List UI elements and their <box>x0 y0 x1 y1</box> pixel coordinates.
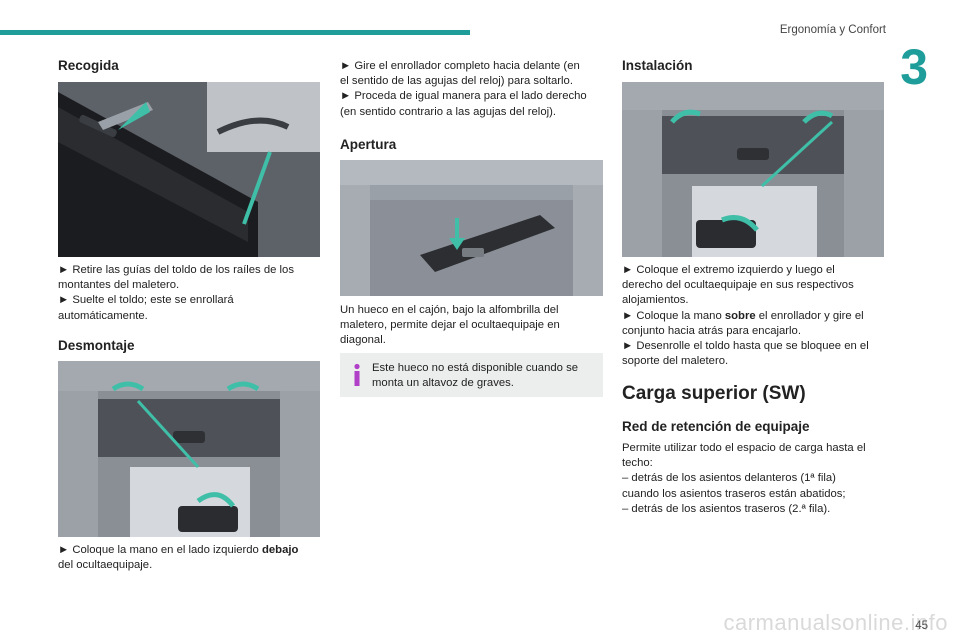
header-accent-bar <box>0 30 470 35</box>
text-line: alojamientos. <box>622 294 689 307</box>
text-line: (en sentido contrario a las agujas del r… <box>340 105 557 118</box>
text-line: del ocultaequipaje. <box>58 559 153 572</box>
text-carga-superior: Permite utilizar todo el espacio de carg… <box>622 441 884 517</box>
text-apertura: Un hueco en el cajón, bajo la alfombrill… <box>340 303 603 349</box>
text-line: soporte del maletero. <box>622 355 729 368</box>
text-recogida: ► Retire las guías del toldo de los raíl… <box>58 263 320 324</box>
text-line: montantes del maletero. <box>58 279 180 292</box>
text-prefix: ► Coloque la mano <box>622 309 725 322</box>
text-line: Un hueco en el cajón, bajo la alfombrill… <box>340 304 559 316</box>
info-box: Este hueco no está disponible cuando se … <box>340 353 603 397</box>
text-instalacion: ► Coloque el extremo izquierdo y luego e… <box>622 263 884 369</box>
text-line: ► Gire el enrollador completo hacia dela… <box>340 60 580 72</box>
text-line: conjunto hacia atrás para encajarlo. <box>622 324 801 337</box>
text-emphasis: debajo <box>261 544 299 556</box>
text-line: cuando los asientos traseros están abati… <box>622 487 846 500</box>
text-line: ► Proceda de igual manera para el lado d… <box>340 90 587 103</box>
text-emphasis: sobre <box>724 309 756 322</box>
text-line: monta un altavoz de graves. <box>372 377 514 390</box>
illustration-apertura <box>340 160 603 296</box>
text-desmontaje: ► Coloque la mano en el lado izquierdo d… <box>58 543 320 573</box>
text-line: diagonal. <box>340 334 386 347</box>
text-line: maletero, permite dejar el ocultaequipaj… <box>340 319 560 332</box>
text-line: Permite utilizar todo el espacio de carg… <box>622 442 866 454</box>
heading-instalacion: Instalación <box>622 58 693 73</box>
heading-red-retencion: Red de retención de equipaje <box>622 419 810 434</box>
section-title: Ergonomía y Confort <box>779 24 886 36</box>
text-prefix: ► Coloque la mano en el lado izquierdo <box>58 544 262 556</box>
text-suffix: el enrollador y gire el <box>755 309 864 322</box>
text-line: techo: <box>622 457 653 470</box>
text-line: ► Coloque el extremo izquierdo y luego e… <box>622 264 835 276</box>
info-icon <box>354 363 360 386</box>
page-number: 45 <box>915 620 928 632</box>
info-text: Este hueco no está disponible cuando se … <box>372 361 578 391</box>
text-line: ► Suelte el toldo; este se enrollará <box>58 294 234 307</box>
illustration-instalacion <box>622 82 884 257</box>
chapter-number: 3 <box>900 39 928 95</box>
heading-recogida: Recogida <box>58 58 119 73</box>
heading-carga-superior: Carga superior (SW) <box>622 383 806 404</box>
text-line: el sentido de las agujas del reloj) para… <box>340 75 573 88</box>
text-release-instructions: ► Gire el enrollador completo hacia dela… <box>340 59 603 120</box>
text-line: Este hueco no está disponible cuando se <box>372 362 579 374</box>
text-line: automáticamente. <box>58 309 148 322</box>
watermark: carmanualsonline.info <box>723 610 948 635</box>
text-line: – detrás de los asientos traseros (2.ª f… <box>622 502 831 515</box>
text-line: ► Retire las guías del toldo de los raíl… <box>58 264 294 276</box>
text-line: ► Desenrolle el toldo hasta que se bloqu… <box>622 340 869 353</box>
heading-desmontaje: Desmontaje <box>58 338 135 353</box>
heading-apertura: Apertura <box>340 137 397 152</box>
text-line: derecho del ocultaequipaje en sus respec… <box>622 279 854 292</box>
illustration-desmontaje <box>58 361 320 537</box>
text-line: – detrás de los asientos delanteros (1ª … <box>622 472 836 485</box>
illustration-recogida <box>58 82 320 257</box>
